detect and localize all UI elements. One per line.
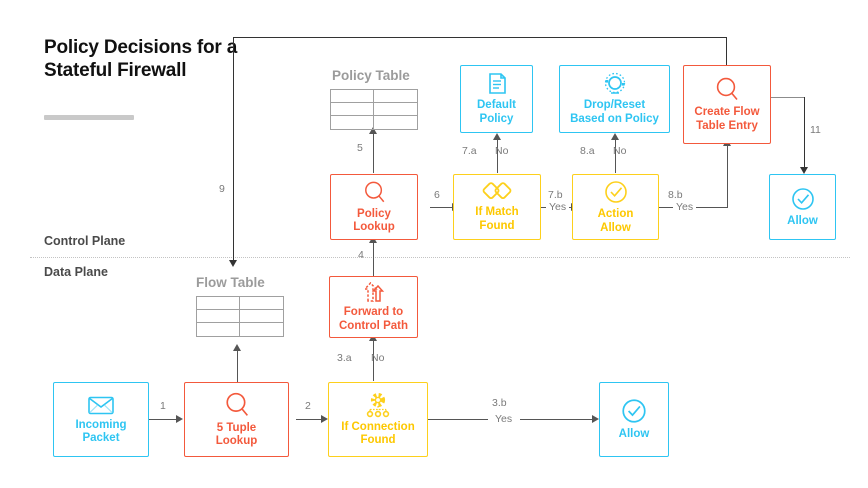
- check-circle-icon: [790, 186, 816, 212]
- arrows-up-icon: [362, 281, 386, 303]
- node-incoming-packet-label: Incoming Packet: [75, 418, 127, 444]
- edge-3a-answer: No: [371, 352, 385, 364]
- edge-9-top-horizontal: [233, 37, 727, 39]
- magnifier-icon: [362, 180, 387, 205]
- node-policy-lookup-label: Policy Lookup: [353, 207, 395, 233]
- edge-7b-line-a: [541, 207, 548, 209]
- edge-3a-line: [372, 338, 374, 381]
- policy-table-title: Policy Table: [332, 68, 410, 83]
- edge-8a-line: [614, 137, 616, 173]
- edge-11-arrowhead: [800, 167, 808, 174]
- edge-7b-number: 7.b: [548, 189, 563, 201]
- edge-9-right-vertical: [725, 37, 727, 66]
- check-circle-icon: [620, 397, 648, 425]
- node-if-connection-found[interactable]: If Connection Found: [328, 382, 428, 457]
- diamonds-icon: [481, 181, 513, 203]
- node-drop-reset-based-on-policy[interactable]: Drop/Reset Based on Policy: [559, 65, 670, 133]
- edge-8b-answer: Yes: [673, 201, 697, 213]
- reset-circle-icon: [602, 72, 628, 96]
- edge-3b-arrowhead: [592, 414, 599, 423]
- control-plane-label: Control Plane: [44, 234, 126, 248]
- data-plane-label: Data Plane: [44, 265, 108, 279]
- flow-table-title: Flow Table: [196, 275, 265, 290]
- edge-1-line: [149, 419, 177, 421]
- node-allow-control-plane[interactable]: Allow: [769, 174, 836, 240]
- edge-8b-number: 8.b: [668, 189, 683, 201]
- edge-6-number: 6: [434, 189, 440, 201]
- gear-network-icon: [364, 392, 392, 418]
- edge-2-line: [296, 419, 322, 421]
- node-forward-to-control-path-label: Forward to Control Path: [339, 306, 408, 332]
- edge-4-number: 4: [358, 249, 364, 261]
- policy-table-grid: [330, 89, 418, 130]
- edge-3b-line-a: [428, 419, 488, 421]
- node-action-allow[interactable]: Action Allow: [572, 174, 659, 240]
- edge-11-vertical: [803, 97, 805, 169]
- node-5-tuple-lookup[interactable]: 5 Tuple Lookup: [184, 382, 289, 457]
- envelope-icon: [86, 394, 116, 416]
- edge-1-arrowhead: [176, 414, 183, 423]
- magnifier-icon: [223, 391, 251, 419]
- edge-3b-line-b: [520, 419, 593, 421]
- edge-11-number: 11: [810, 124, 821, 136]
- node-default-policy-label: Default Policy: [477, 99, 516, 125]
- document-icon: [486, 72, 508, 96]
- title-underline-rule: [44, 115, 134, 120]
- node-drop-reset-label: Drop/Reset Based on Policy: [570, 99, 659, 125]
- page-title: Policy Decisions for a Stateful Firewall: [44, 37, 238, 82]
- edge-2-arrowhead: [321, 414, 328, 423]
- edge-6-line: [430, 207, 453, 209]
- node-forward-to-control-path[interactable]: Forward to Control Path: [329, 276, 418, 338]
- edge-8b-vertical: [726, 144, 728, 208]
- flow-table-update-arrowhead: [233, 344, 241, 351]
- edge-5-line: [372, 130, 374, 173]
- flow-table-grid: [196, 296, 284, 337]
- plane-divider: [30, 257, 850, 258]
- check-circle-icon: [603, 179, 629, 205]
- node-create-flow-table-entry[interactable]: Create Flow Table Entry: [683, 65, 771, 144]
- edge-8a-arrowhead: [611, 133, 619, 140]
- magnifier-icon: [714, 76, 740, 103]
- node-allow-data-plane-label: Allow: [618, 428, 650, 441]
- edge-9-number: 9: [219, 183, 225, 195]
- node-incoming-packet[interactable]: Incoming Packet: [53, 382, 149, 457]
- edge-3a-number: 3.a: [337, 352, 352, 364]
- edge-7a-line: [496, 137, 498, 173]
- node-if-connection-found-label: If Connection Found: [341, 420, 415, 446]
- edge-8a-answer: No: [613, 145, 627, 157]
- edge-7b-line-b: [567, 207, 572, 209]
- edge-5-number: 5: [357, 142, 363, 154]
- node-default-policy[interactable]: Default Policy: [460, 65, 533, 133]
- edge-5-arrowhead: [369, 127, 377, 134]
- edge-9-left-vertical: [232, 37, 234, 261]
- edge-7a-number: 7.a: [462, 145, 477, 157]
- edge-3b-answer: Yes: [492, 413, 516, 425]
- edge-7a-answer: No: [495, 145, 509, 157]
- edge-1-number: 1: [160, 400, 166, 412]
- node-policy-lookup[interactable]: Policy Lookup: [330, 174, 418, 240]
- node-allow-data-plane[interactable]: Allow: [599, 382, 669, 457]
- flow-table-update-line: [236, 349, 238, 382]
- node-5-tuple-lookup-label: 5 Tuple Lookup: [215, 421, 258, 447]
- node-if-match-found-label: If Match Found: [475, 206, 519, 232]
- edge-8b-line-b: [695, 207, 728, 209]
- edge-3b-number: 3.b: [492, 397, 507, 409]
- node-action-allow-label: Action Allow: [597, 208, 634, 234]
- edge-8a-number: 8.a: [580, 145, 595, 157]
- node-allow-control-plane-label: Allow: [787, 214, 818, 227]
- edge-2-number: 2: [305, 400, 311, 412]
- edge-8b-line-a: [659, 207, 673, 209]
- edge-4-line: [372, 240, 374, 276]
- node-if-match-found[interactable]: If Match Found: [453, 174, 541, 240]
- edge-7b-answer: Yes: [546, 201, 570, 213]
- edge-7a-arrowhead: [493, 133, 501, 140]
- edge-11-horizontal: [771, 97, 805, 99]
- node-create-flow-table-entry-label: Create Flow Table Entry: [694, 106, 760, 132]
- edge-9-arrowhead: [229, 260, 237, 267]
